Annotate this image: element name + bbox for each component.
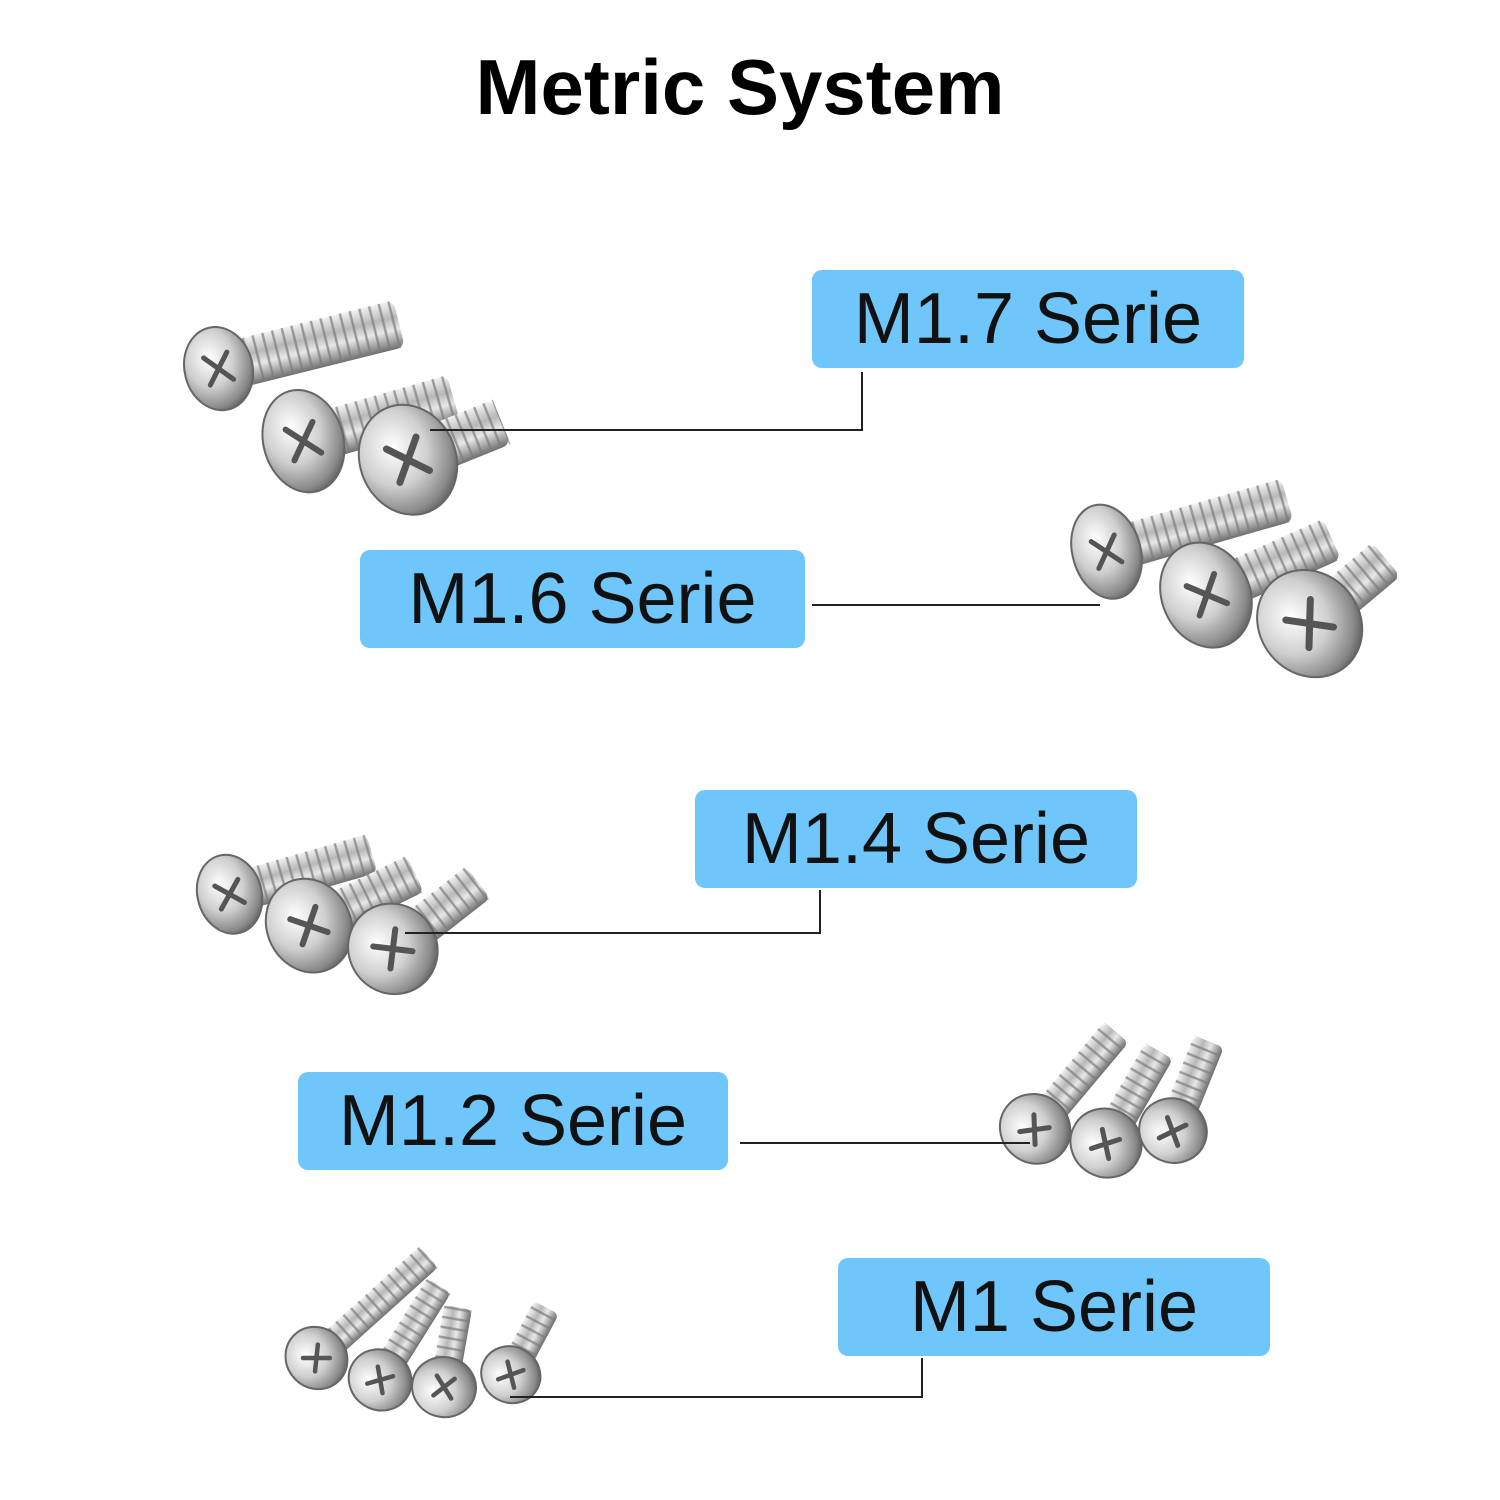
label-m14: M1.4 Serie [695, 790, 1137, 888]
page-title: Metric System [475, 43, 1005, 131]
screw-group-m14 [195, 834, 491, 996]
label-m1: M1 Serie [838, 1258, 1270, 1356]
leader-line-m14 [405, 890, 821, 934]
label-m12: M1.2 Serie [298, 1072, 728, 1170]
screw-group-m12 [998, 1022, 1224, 1179]
leader-line-m1 [510, 1358, 923, 1398]
screw-group-m16 [1070, 478, 1401, 679]
label-m17: M1.7 Serie [812, 270, 1244, 368]
screw-group-m1 [284, 1246, 559, 1419]
label-m16: M1.6 Serie [360, 550, 805, 648]
leader-line-m17 [430, 372, 863, 431]
screw-group-m17 [183, 300, 511, 516]
